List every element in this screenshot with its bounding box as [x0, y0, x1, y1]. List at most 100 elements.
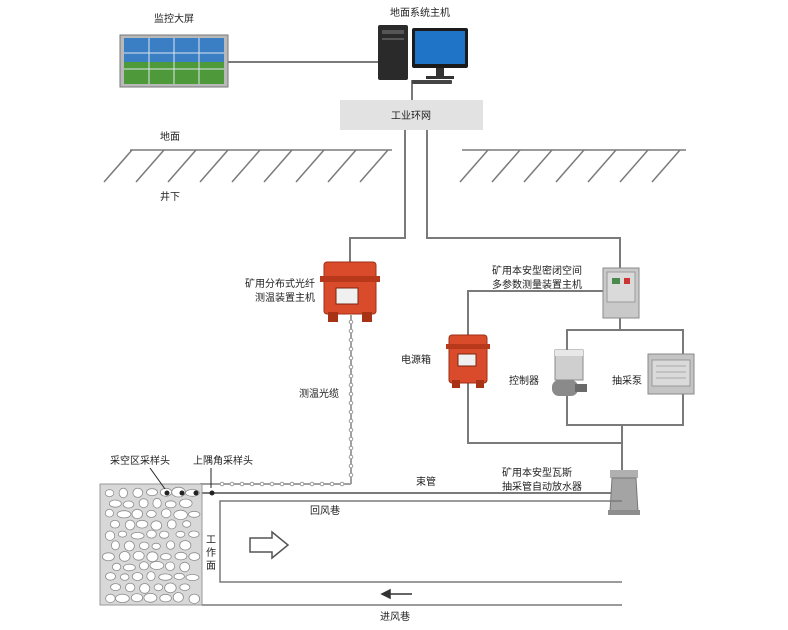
goaf-stone [146, 571, 156, 581]
goaf-stone [125, 582, 136, 593]
underground-label: 井下 [160, 190, 180, 203]
goaf-stone [131, 508, 144, 520]
pump-unit-icon [647, 353, 695, 395]
goaf-stone [104, 509, 114, 518]
ground-hatch-mark [555, 149, 585, 183]
ground-hatch-mark [587, 149, 617, 183]
ground-hatch-mark [327, 149, 357, 183]
pump-label: 抽采泵 [612, 374, 642, 387]
fiber-cable-dot [249, 481, 255, 487]
ground-surface-left [103, 149, 392, 183]
ground-hatch-mark [619, 149, 649, 183]
ground-label: 地面 [160, 130, 180, 143]
goaf-stone [118, 487, 128, 499]
explosion-proof-box-icon [320, 261, 380, 322]
goaf-stone [115, 593, 130, 604]
industrial-ring-label: 工业环网 [391, 110, 431, 122]
goaf-stone [150, 520, 163, 531]
fiber-cable-dot [229, 481, 235, 487]
goaf-stone [146, 488, 158, 497]
goaf-stone [123, 540, 135, 552]
goaf-stone [164, 582, 177, 594]
fiber-cable-dot [348, 445, 354, 451]
fiber-cable-dot [348, 472, 354, 478]
controller-label: 控制器 [509, 374, 539, 387]
sealed-host-label-line2: 多参数测量装置主机 [492, 278, 582, 291]
goaf-stone [131, 572, 144, 581]
fiber-cable-dot [348, 319, 354, 325]
goaf-stone [174, 551, 188, 561]
goaf-stone [110, 583, 121, 591]
goaf-sampler-label: 采空区采样头 [110, 454, 170, 467]
corner-sampler-label: 上隅角采样头 [193, 454, 253, 467]
goaf-stone [149, 561, 165, 570]
valve-controller-icon [552, 349, 587, 396]
airway-lines [202, 500, 622, 606]
temp-fiber-cable [200, 315, 354, 487]
goaf-stone [167, 519, 177, 530]
corner-sampler-dot [209, 490, 215, 496]
goaf-stone [122, 563, 136, 572]
fiber-cable-dot [309, 481, 315, 487]
goaf-stone [138, 498, 149, 509]
water-drainer-icon [608, 470, 640, 515]
ring-to-fiber-host-line [349, 130, 406, 262]
goaf-stone [152, 497, 162, 509]
fiber-cable-dot [348, 328, 354, 334]
goaf-stone [102, 552, 115, 562]
fiber-cable-dot [348, 391, 354, 397]
goaf-stone [119, 573, 130, 581]
corner-sampler-dot [193, 490, 199, 496]
sealed-host-left-branch [467, 290, 622, 444]
fiber-cable-dot [219, 481, 225, 487]
fiber-cable-dot [348, 346, 354, 352]
goaf-stone [179, 540, 192, 551]
goaf-stone [139, 583, 151, 594]
goaf-stone [160, 508, 172, 519]
ground-hatch-mark [263, 149, 293, 183]
fiber-cable-dot [329, 481, 335, 487]
monitor-wall-label: 监控大屏 [154, 12, 194, 25]
goaf-stone [122, 500, 135, 509]
goaf-stone [138, 561, 149, 571]
goaf-stone [138, 541, 150, 550]
fiber-cable-dot [348, 427, 354, 433]
sealed-host-loop [566, 318, 684, 426]
fiber-cable-dot [348, 355, 354, 361]
goaf-stone [112, 562, 122, 572]
goaf-stone [104, 530, 116, 541]
goaf-stone [105, 593, 116, 604]
fiber-host-label-line2: 测温装置主机 [255, 291, 315, 304]
ground-hatch-mark [295, 149, 325, 183]
fiber-cable-dot [348, 382, 354, 388]
goaf-stone [173, 509, 188, 521]
ground-hatch-mark [135, 149, 165, 183]
fiber-cable-dot [348, 436, 354, 442]
goaf-sampler-dot [164, 490, 170, 496]
fiber-cable-dots [219, 319, 354, 487]
fiber-cable-dot [319, 481, 325, 487]
goaf-stone [188, 593, 201, 604]
fiber-cable-dot [348, 337, 354, 343]
ground-hatch-mark [231, 149, 261, 183]
ground-host-label: 地面系统主机 [390, 6, 450, 19]
goaf-stone [188, 510, 201, 518]
ground-hatch-mark [199, 149, 229, 183]
industrial-ring-box [340, 100, 483, 130]
fiber-cable-dot [279, 481, 285, 487]
goaf-stone [153, 583, 164, 592]
goaf-stone [179, 498, 193, 509]
goaf-sampler-dot [179, 490, 185, 496]
fiber-cable-dot [348, 373, 354, 379]
fiber-cable-dot [289, 481, 295, 487]
ground-hatch-mark [103, 149, 133, 183]
goaf-stone [124, 519, 136, 531]
fiber-cable-dot [348, 418, 354, 424]
goaf-stone [151, 542, 161, 550]
goaf-stone [165, 561, 176, 572]
goaf-stone [146, 551, 159, 563]
goaf-stone [164, 500, 177, 509]
explosion-proof-box-icon [446, 334, 490, 388]
goaf-stone [159, 593, 172, 603]
